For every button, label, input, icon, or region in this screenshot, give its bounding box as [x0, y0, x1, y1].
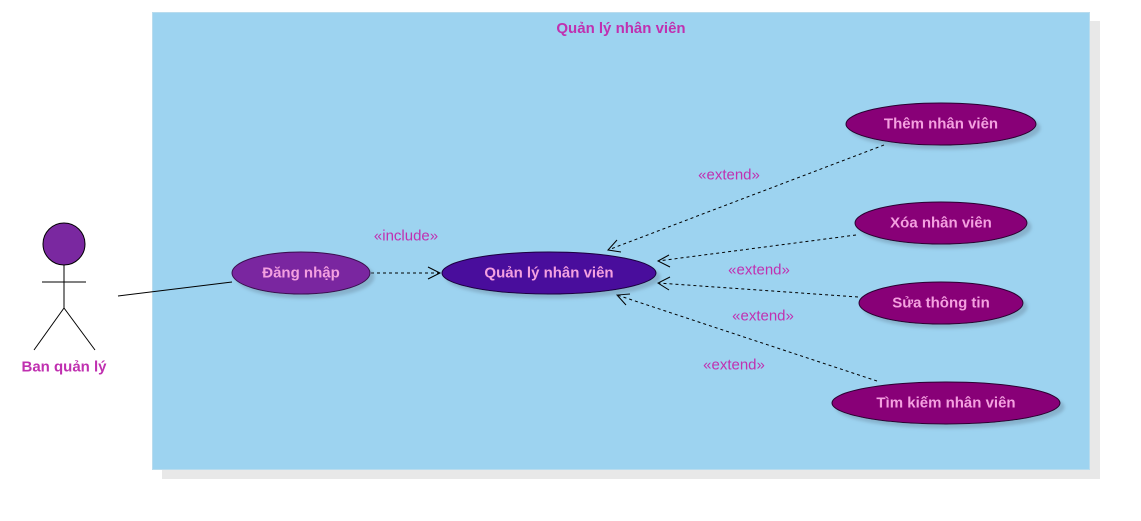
actor-head	[42, 222, 86, 266]
system-title: Quản lý nhân viên	[556, 20, 686, 37]
include-arrow	[371, 266, 442, 280]
association-line	[117, 281, 233, 297]
actor-label: Ban quản lý	[21, 358, 107, 376]
extend-label-add: «extend»	[698, 166, 760, 184]
extend-arrow-edit	[656, 276, 859, 298]
actor-left-leg	[33, 307, 65, 351]
actor-figure[interactable]	[33, 222, 96, 351]
extend-label-search: «extend»	[703, 356, 765, 374]
use-case-manage-label: Quản lý nhân viên	[484, 264, 614, 282]
extend-arrow-add	[607, 144, 885, 253]
extend-label-edit: «extend»	[732, 307, 794, 325]
use-case-add-ellipse[interactable]	[845, 102, 1037, 146]
include-label: «include»	[373, 227, 439, 245]
use-case-edit-label: Sửa thông tin	[892, 294, 990, 312]
extend-arrow-delete	[656, 234, 857, 268]
use-case-search-label: Tìm kiếm nhân viên	[876, 394, 1016, 412]
use-case-delete-ellipse[interactable]	[854, 201, 1028, 245]
use-case-edit-ellipse[interactable]	[858, 281, 1024, 325]
use-case-login-ellipse[interactable]	[231, 251, 371, 295]
use-case-login-label: Đăng nhập	[262, 264, 340, 282]
extend-label-delete: «extend»	[728, 261, 790, 279]
actor-right-leg	[63, 307, 96, 351]
use-case-add-label: Thêm nhân viên	[883, 115, 999, 133]
use-case-delete-label: Xóa nhân viên	[890, 214, 992, 232]
use-case-manage-ellipse[interactable]	[441, 251, 657, 295]
use-case-search-ellipse[interactable]	[831, 381, 1061, 425]
extend-arrow-search	[615, 293, 878, 382]
